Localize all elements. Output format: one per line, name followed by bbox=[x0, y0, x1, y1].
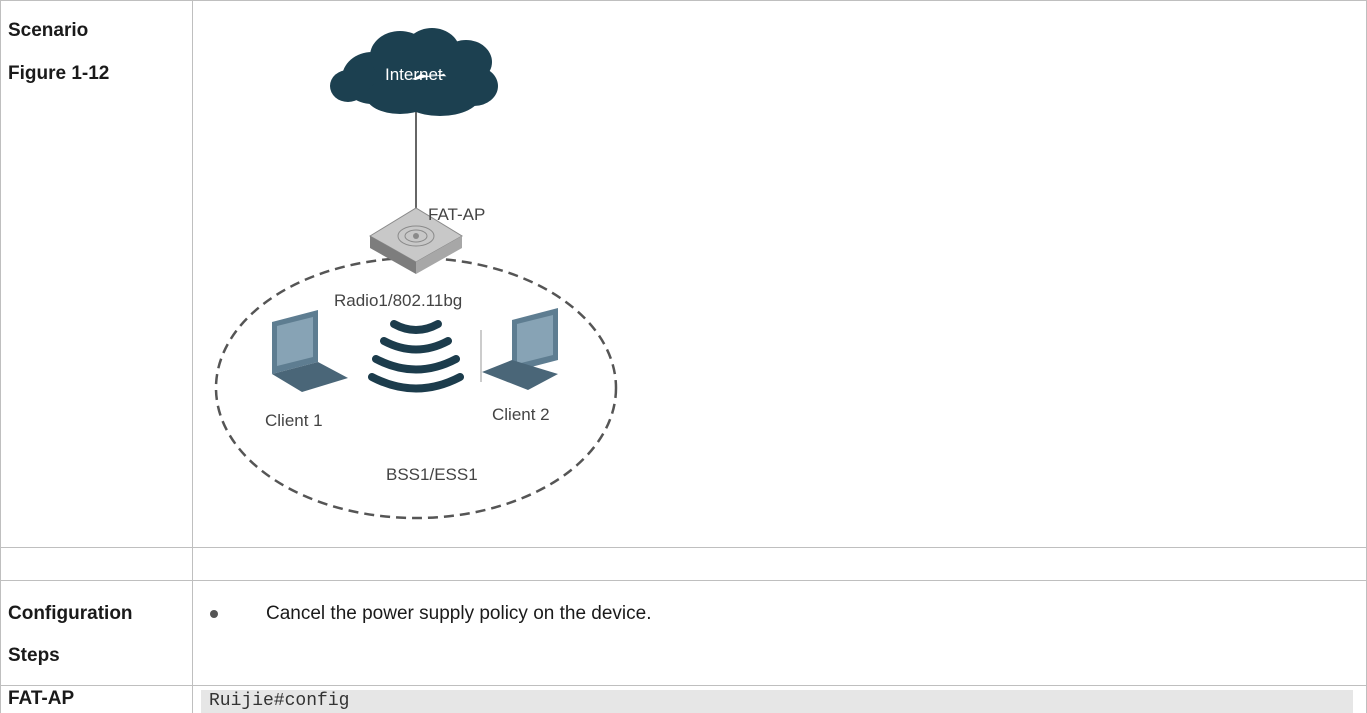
configuration-steps-label-line2: Steps bbox=[8, 645, 60, 666]
step-bullet bbox=[210, 610, 218, 618]
scenario-label: Scenario bbox=[8, 20, 89, 41]
table-border-left bbox=[0, 0, 1, 713]
step-text: Cancel the power supply policy on the de… bbox=[266, 603, 652, 624]
client-1-label: Client 1 bbox=[265, 411, 323, 430]
configuration-steps-label: Configuration Steps bbox=[8, 603, 133, 667]
table-border-top bbox=[0, 0, 1367, 1]
ap-device-icon bbox=[369, 207, 463, 274]
wireless-signal-icon bbox=[368, 320, 464, 393]
figure-label: Figure 1-12 bbox=[8, 63, 110, 84]
ap-label: FAT-AP bbox=[428, 205, 485, 224]
internet-cloud-icon bbox=[330, 28, 498, 116]
laptop-icon-client-1 bbox=[272, 310, 348, 392]
table-divider bbox=[0, 547, 1367, 548]
code-block: Ruijie#config bbox=[201, 690, 1353, 713]
code-line: Ruijie#config bbox=[209, 691, 350, 711]
laptop-icon-client-2 bbox=[480, 308, 558, 390]
network-diagram: Internet FAT-AP Radio1/802.11bg bbox=[214, 28, 618, 520]
table-divider bbox=[0, 580, 1367, 581]
fat-ap-label: FAT-AP bbox=[8, 688, 75, 709]
table-column-divider bbox=[192, 0, 193, 713]
internet-label: Internet bbox=[385, 65, 443, 84]
client-2-label: Client 2 bbox=[492, 405, 550, 424]
radio-label: Radio1/802.11bg bbox=[334, 291, 462, 310]
bss-label: BSS1/ESS1 bbox=[386, 465, 478, 484]
configuration-steps-label-line1: Configuration bbox=[8, 603, 133, 624]
table-divider bbox=[0, 685, 1367, 686]
